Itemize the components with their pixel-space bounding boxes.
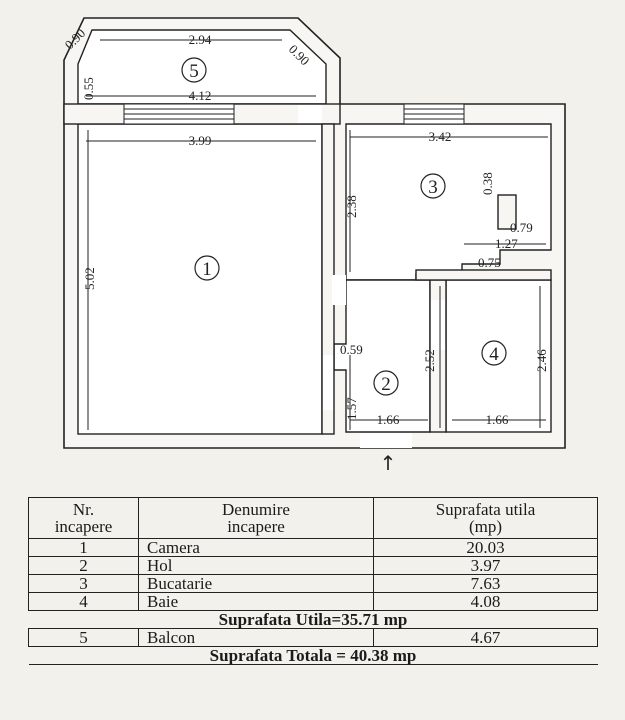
room-number-4: 4 xyxy=(489,344,499,365)
dim-room1-height: 5.02 xyxy=(82,267,97,290)
room-marker-4 xyxy=(481,340,507,366)
door-entry xyxy=(360,433,412,448)
table-row: 3 Bucatarie 7.63 xyxy=(28,574,598,593)
door-kitchen xyxy=(332,275,346,305)
dim-balcony-top: 2.94 xyxy=(189,32,212,47)
dim-room1-width: 3.99 xyxy=(189,133,212,148)
row-name: Baie xyxy=(138,592,374,611)
table-row: 2 Hol 3.97 xyxy=(28,556,598,575)
room-marker-3 xyxy=(420,173,446,199)
room-number-5: 5 xyxy=(189,61,199,82)
subtotal-text: Suprafata Utila=35.71 mp xyxy=(28,610,598,629)
row-area: 20.03 xyxy=(373,538,598,557)
dim-room3-step2: 0.75 xyxy=(478,255,501,270)
room-number-3: 3 xyxy=(428,177,438,198)
dim-balcony-width: 4.12 xyxy=(189,88,212,103)
row-name: Camera xyxy=(138,538,374,557)
room-1-interior xyxy=(77,123,323,435)
row-area: 3.97 xyxy=(373,556,598,575)
door-bath xyxy=(431,300,445,350)
door-room1 xyxy=(323,355,333,410)
row-nr: 3 xyxy=(28,574,139,593)
row-name: Bucatarie xyxy=(138,574,374,593)
header-name: Denumire incapere xyxy=(138,497,374,539)
table-row: 4 Baie 4.08 xyxy=(28,592,598,611)
room-marker-5 xyxy=(181,57,207,83)
total-text: Suprafata Totala = 40.38 mp xyxy=(28,646,598,665)
dim-room3-notch-w: 0.79 xyxy=(510,220,533,235)
wall-kitchen-bath xyxy=(415,269,552,281)
dim-room3-width: 3.42 xyxy=(429,129,452,144)
dim-room3-height: 2.38 xyxy=(344,195,359,218)
room-number-2: 2 xyxy=(381,374,391,395)
row-area: 4.67 xyxy=(373,628,598,647)
dim-bath-right-height: 2.46 xyxy=(534,349,549,372)
room-area-table: Nr. incapere Denumire incapere Suprafata… xyxy=(28,497,598,665)
door-balcony xyxy=(298,105,322,123)
dim-room3-step: 1.27 xyxy=(495,236,518,251)
entry-arrow: ↑ xyxy=(380,451,397,475)
room-labels: 1 2 3 4 5 xyxy=(181,57,507,396)
total-row: Suprafata Totala = 40.38 mp xyxy=(28,646,598,665)
header-nr: Nr. incapere xyxy=(28,497,139,539)
row-area: 7.63 xyxy=(373,574,598,593)
table-row: 1 Camera 20.03 xyxy=(28,538,598,557)
dimension-lines xyxy=(86,39,548,430)
table-row: 5 Balcon 4.67 xyxy=(28,628,598,647)
row-nr: 5 xyxy=(28,628,139,647)
room-number-1: 1 xyxy=(202,259,212,280)
row-name: Balcon xyxy=(138,628,374,647)
room-marker-1 xyxy=(194,255,220,281)
room-marker-2 xyxy=(373,370,399,396)
row-nr: 4 xyxy=(28,592,139,611)
dim-balcony-depth: 0.55 xyxy=(81,77,96,100)
dim-hall-height: 1.57 xyxy=(344,397,359,420)
subtotal-row: Suprafata Utila=35.71 mp xyxy=(28,610,598,629)
row-nr: 1 xyxy=(28,538,139,557)
row-name: Hol xyxy=(138,556,374,575)
row-nr: 2 xyxy=(28,556,139,575)
dim-bath-left-height: 2.52 xyxy=(422,349,437,372)
row-area: 4.08 xyxy=(373,592,598,611)
dim-hall-width: 1.66 xyxy=(377,412,400,427)
wall-notch xyxy=(497,194,517,230)
dim-hall-niche: 0.59 xyxy=(340,342,363,357)
floor-plan: 1 2 3 4 5 0.90 2.94 0.90 0.55 4.12 3.99 … xyxy=(62,17,566,475)
dim-room3-notch-h: 0.38 xyxy=(480,172,495,195)
header-area: Suprafata utila (mp) xyxy=(373,497,598,539)
dim-bath-width: 1.66 xyxy=(486,412,509,427)
table-header-row: Nr. incapere Denumire incapere Suprafata… xyxy=(28,497,598,539)
